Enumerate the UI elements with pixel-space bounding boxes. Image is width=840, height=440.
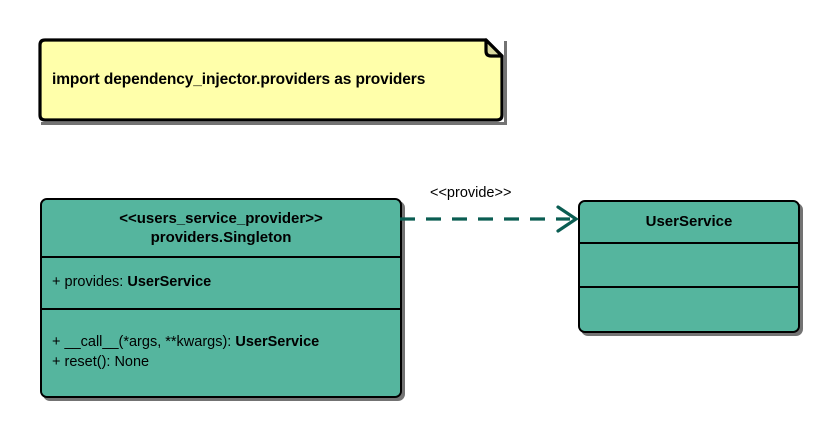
import-note-text: import dependency_injector.providers as …: [52, 71, 426, 88]
attribute-row: + provides: UserService: [52, 273, 390, 293]
attribute-visibility: +: [52, 274, 61, 291]
relation-arrow-shape: [400, 205, 579, 233]
relation-label: <<provide>>: [430, 185, 512, 201]
class-userservice[interactable]: UserService: [578, 200, 800, 333]
class-attributes-compartment: + provides: UserService: [42, 256, 400, 308]
attribute-label: provides:: [64, 274, 124, 291]
class-name: UserService: [645, 213, 733, 231]
attribute-type: UserService: [127, 274, 212, 291]
operation-visibility: +: [52, 334, 61, 351]
class-operations-compartment: + __call__(*args, **kwargs): UserService…: [42, 308, 400, 396]
operation-row: + reset(): None: [52, 353, 390, 373]
class-name: providers.Singleton: [150, 229, 292, 246]
import-note[interactable]: import dependency_injector.providers as …: [38, 38, 504, 122]
note-shape: [38, 38, 504, 122]
class-header-users-service-provider: <<users_service_provider>> providers.Sin…: [42, 200, 400, 256]
class-header-userservice: UserService: [580, 202, 798, 242]
relation-provide[interactable]: <<provide>>: [398, 185, 584, 233]
class-users-service-provider[interactable]: <<users_service_provider>> providers.Sin…: [40, 198, 402, 398]
operation-visibility: +: [52, 354, 61, 370]
class-operations-compartment: [580, 286, 798, 331]
operation-label: reset(): None: [64, 354, 150, 370]
class-stereotype: <<users_service_provider>>: [119, 209, 323, 227]
operation-type: UserService: [235, 334, 320, 351]
operation-row: + __call__(*args, **kwargs): UserService: [52, 333, 390, 353]
relation-open-arrowhead: [556, 205, 579, 233]
class-attributes-compartment: [580, 242, 798, 286]
operation-label: __call__(*args, **kwargs):: [64, 334, 232, 351]
